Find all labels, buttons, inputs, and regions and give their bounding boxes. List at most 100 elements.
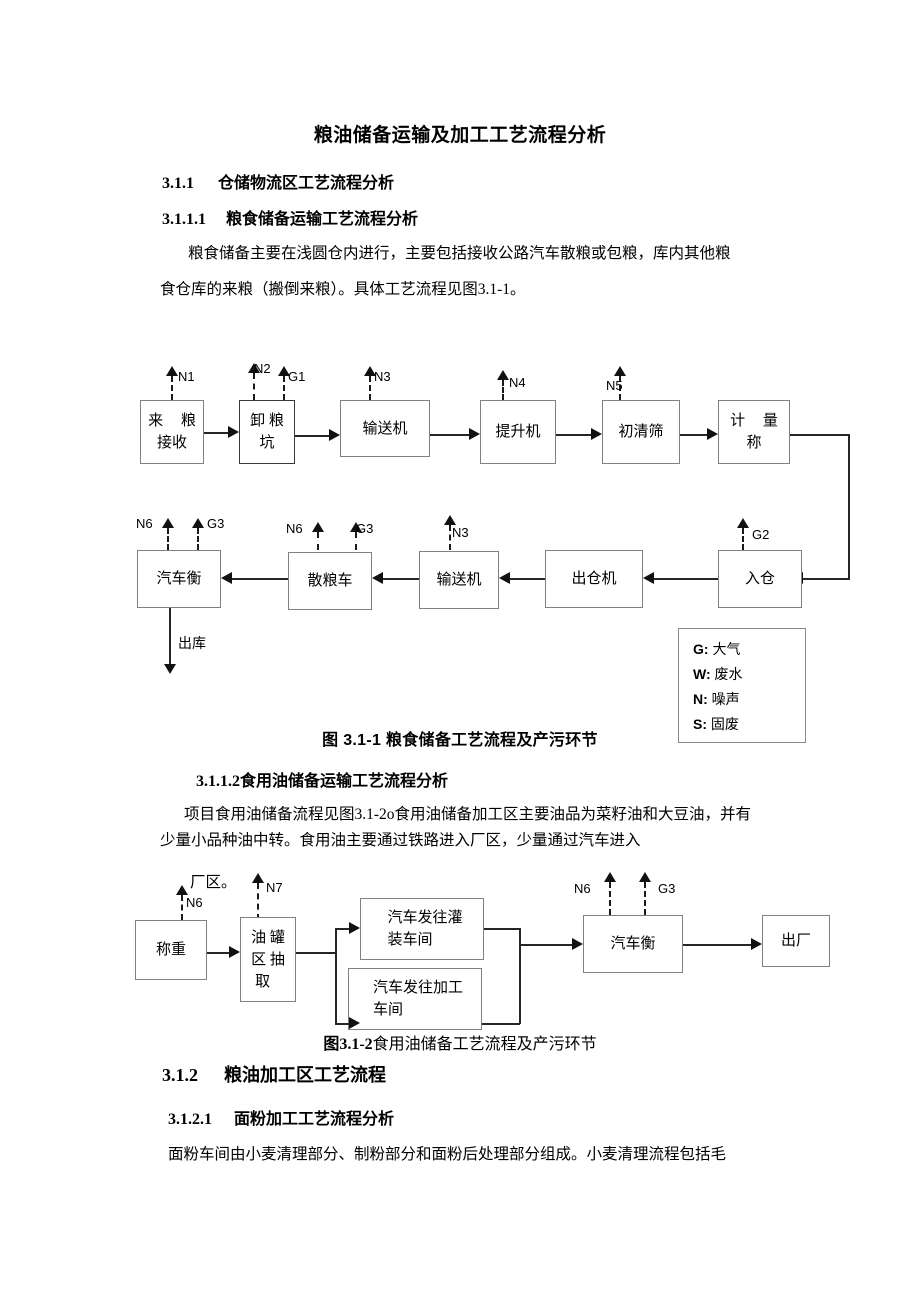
emission-stem-g2 bbox=[742, 528, 744, 550]
flow-node-qiche-fawang-guanzhuang: 汽车发往灌 装车间 bbox=[360, 898, 484, 960]
connector-lailiang-to-xieliang bbox=[204, 432, 228, 434]
flow-node-qiche-fawang-guanzhuang-line-2: 装车间 bbox=[387, 932, 433, 948]
connector-arrow-xieliang-to-shusongji bbox=[329, 429, 340, 441]
connector-ruchang-to-chucangji bbox=[654, 578, 718, 580]
flow-node-lailiang-jieshou: 来 粮 接收 bbox=[140, 400, 204, 464]
heading-3-1-2-text: 粮油加工区工艺流程 bbox=[224, 1065, 386, 1085]
emission-stem-g3-qichengheng-fig2 bbox=[644, 882, 646, 915]
emission-label-g3-qichengheng-fig2: G3 bbox=[658, 881, 676, 896]
figure-2-caption: 图3.1-2食用油储备工艺流程及产污环节 bbox=[0, 1030, 920, 1054]
heading-3-1-2: 3.1.2 粮油加工区工艺流程 bbox=[162, 1061, 386, 1087]
flow-node-chucangji: 出仓机 bbox=[545, 550, 643, 608]
flow-node-qichengheng-fig2: 汽车衡 bbox=[583, 915, 683, 973]
flow-node-chengzhong-label: 称重 bbox=[155, 942, 186, 958]
flow-node-shusongji-row2: 输送机 bbox=[419, 551, 499, 609]
flow-node-qiche-fawang-jiagong-line-2: 车间 bbox=[372, 1002, 403, 1018]
emission-arrow-g1 bbox=[278, 366, 290, 376]
emission-label-n6-qichengheng-fig2: N6 bbox=[574, 881, 591, 896]
legend-value-g: 大气 bbox=[712, 641, 741, 657]
connector-qichengheng-to-chuchang bbox=[683, 944, 751, 946]
emission-stem-n6-sanliangche bbox=[317, 532, 319, 550]
flow-node-tishengji: 提升机 bbox=[480, 400, 556, 464]
flow-node-xieliang-keng: 卸 粮 坑 bbox=[239, 400, 295, 464]
legend-row-g: G: 大气 bbox=[693, 637, 795, 662]
connector-arrow-chuqingshai-to-jiliangcheng bbox=[707, 428, 718, 440]
connector-jiliangcheng-elbow-vertical bbox=[848, 434, 850, 579]
emission-stem-n5 bbox=[619, 376, 621, 400]
connector-chuqingshai-to-jiliangcheng bbox=[680, 434, 707, 436]
connector-qichengheng-outlet bbox=[169, 608, 171, 666]
emission-arrow-n3-row1 bbox=[364, 366, 376, 376]
flow-node-xieliang-keng-line-2: 坑 bbox=[259, 435, 275, 451]
emission-stem-n7 bbox=[257, 883, 259, 920]
legend-key-s: S: bbox=[693, 716, 707, 732]
flow-node-chuqingshai-label: 初清筛 bbox=[618, 424, 664, 440]
emission-label-n5: N5 bbox=[606, 378, 623, 393]
legend-row-w: W: 废水 bbox=[693, 662, 795, 687]
heading-3-1-1-2-number: 3.1.1.2 bbox=[196, 773, 240, 790]
heading-3-1-2-1-number: 3.1.2.1 bbox=[168, 1111, 212, 1128]
emission-label-g1: G1 bbox=[288, 369, 306, 384]
flow-node-chengzhong: 称重 bbox=[135, 920, 207, 980]
connector-arrow-branch-lower bbox=[349, 1017, 360, 1029]
emission-label-n6-qichengheng: N6 bbox=[136, 516, 153, 531]
flow-node-qiche-fawang-jiagong: 汽车发往加工 车间 bbox=[348, 968, 482, 1030]
paragraph-edible-oil: 项目食用油储备流程见图3.1-2o食用油储备加工区主要油品为菜籽油和大豆油，并有… bbox=[160, 802, 780, 896]
emission-stem-n1 bbox=[171, 376, 173, 400]
legend-value-s: 固废 bbox=[710, 716, 739, 732]
emission-label-g3-sanliangche: G3 bbox=[356, 521, 374, 536]
flow-node-sanliangche: 散粮车 bbox=[288, 552, 372, 610]
emission-label-n4: N4 bbox=[509, 375, 526, 390]
legend-row-s: S: 固废 bbox=[693, 712, 795, 737]
connector-jiliangcheng-elbow-top bbox=[790, 434, 850, 436]
connector-chucangji-to-shusongji bbox=[510, 578, 545, 580]
emission-label-g2: G2 bbox=[752, 527, 770, 542]
flow-node-chuchang-label: 出厂 bbox=[780, 933, 811, 949]
flow-node-qichengheng-row2: 汽车衡 bbox=[137, 550, 221, 608]
flow-node-youguanqu-chouqu-line-1: 油 罐 bbox=[251, 929, 285, 946]
flow-node-jiliangcheng-line-2: 称 bbox=[746, 435, 762, 451]
emission-stem-g3-qichengheng bbox=[197, 528, 199, 550]
connector-jiliangcheng-elbow-bottom bbox=[803, 578, 850, 580]
heading-3-1-2-number: 3.1.2 bbox=[162, 1065, 198, 1085]
heading-3-1-1-2: 3.1.1.2食用油储备运输工艺流程分析 bbox=[196, 767, 448, 791]
emission-label-n7: N7 bbox=[266, 880, 283, 895]
heading-3-1-1-1-number: 3.1.1.1 bbox=[162, 211, 206, 228]
legend-row-n: N: 噪声 bbox=[693, 687, 795, 712]
legend-box: G: 大气 W: 废水 N: 噪声 S: 固废 bbox=[678, 628, 806, 743]
connector-tishengji-to-chuqingshai bbox=[556, 434, 591, 436]
connector-shusongji-to-tishengji bbox=[430, 434, 469, 436]
emission-arrow-g3-qichengheng bbox=[192, 518, 204, 528]
emission-stem-n6-qichengheng-fig2 bbox=[609, 882, 611, 915]
heading-3-1-1-number: 3.1.1 bbox=[162, 175, 194, 192]
connector-merge-to-qichengheng bbox=[519, 944, 572, 946]
paragraph-flour-workshop-line-1: 面粉车间由小麦清理部分、制粉部分和面粉后处理部分组成。小麦清理流程包括毛 bbox=[168, 1146, 727, 1163]
connector-split-vertical bbox=[335, 928, 337, 1024]
flow-node-youguanqu-chouqu-line-3: 取 bbox=[255, 973, 271, 990]
connector-guanzhuang-out bbox=[484, 928, 520, 930]
connector-arrow-tishengji-to-chuqingshai bbox=[591, 428, 602, 440]
paragraph-grain-storage: 粮食储备主要在浅圆仓内进行，主要包括接收公路汽车散粮或包粮，库内其他粮 食仓库的… bbox=[160, 236, 765, 308]
emission-stem-n6-chengzhong bbox=[181, 895, 183, 920]
flow-node-jiliangcheng-line-1: 计 量 bbox=[730, 413, 785, 429]
connector-arrow-chengzhong-to-youguanqu bbox=[229, 946, 240, 958]
flow-node-lailiang-jieshou-line-2: 接收 bbox=[156, 435, 187, 451]
connector-branch-upper bbox=[335, 928, 349, 930]
connector-xieliang-to-shusongji bbox=[295, 435, 329, 437]
emission-stem-n4 bbox=[502, 380, 504, 400]
heading-3-1-1-1-text: 粮食储备运输工艺流程分析 bbox=[226, 211, 419, 228]
connector-arrow-ruchang-to-chucangji bbox=[643, 572, 654, 584]
emission-arrow-n2 bbox=[248, 363, 260, 373]
flow-node-shusongji-row2-label: 输送机 bbox=[436, 572, 482, 588]
emission-arrow-n7 bbox=[252, 873, 264, 883]
emission-stem-g3-sanliangche bbox=[355, 532, 357, 550]
emission-label-n6-sanliangche: N6 bbox=[286, 521, 303, 536]
paragraph-flour-workshop: 面粉车间由小麦清理部分、制粉部分和面粉后处理部分组成。小麦清理流程包括毛 bbox=[168, 1140, 798, 1170]
connector-arrow-sanliangche-to-qichengheng bbox=[221, 572, 232, 584]
paragraph-edible-oil-line-1: 项目食用油储备流程见图3.1-2o食用油储备加工区主要油品为菜籽油和大豆油，并有 bbox=[184, 806, 752, 823]
emission-arrow-n6-sanliangche bbox=[312, 522, 324, 532]
flow-node-ruchang: 入仓 bbox=[718, 550, 802, 608]
flow-node-qichengheng-row2-label: 汽车衡 bbox=[156, 571, 202, 587]
connector-sanliangche-to-qichengheng bbox=[232, 578, 288, 580]
